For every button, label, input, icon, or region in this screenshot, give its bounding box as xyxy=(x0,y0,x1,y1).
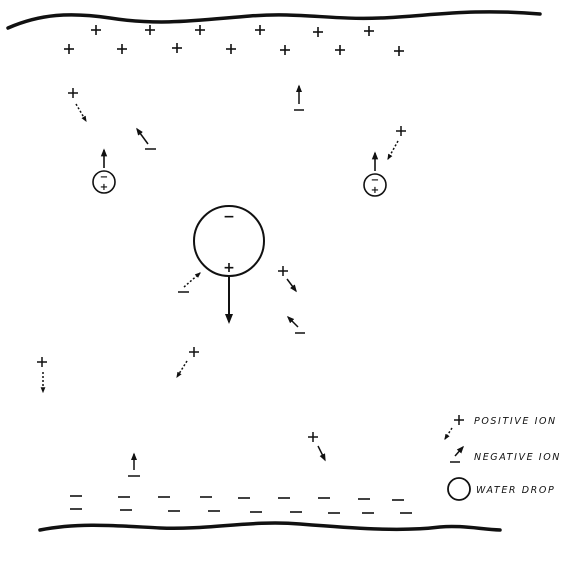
plus-sign xyxy=(255,25,265,35)
positive-ion xyxy=(388,126,406,159)
lower-boundary-line xyxy=(40,523,500,530)
negative-ion xyxy=(178,273,200,292)
legend-positive-ion-label: POSITIVE ION xyxy=(474,416,557,427)
plus-sign xyxy=(91,25,101,35)
plus-sign xyxy=(64,44,74,54)
positive-ion xyxy=(37,357,47,392)
legend-positive-ion-symbol xyxy=(445,415,464,439)
legend-water-drop-symbol xyxy=(448,478,470,500)
negative-ion xyxy=(128,454,140,476)
legend-negative-ion-label: NEGATIVE ION xyxy=(474,452,561,463)
positive-ion xyxy=(68,88,86,121)
negative-ion xyxy=(137,129,156,149)
drop-top-charge: − xyxy=(223,209,235,225)
plus-sign xyxy=(280,45,290,55)
positive-ion xyxy=(278,266,296,291)
upper-boundary-line xyxy=(8,12,540,28)
small-water-drop-right: − + xyxy=(364,153,386,196)
plus-sign xyxy=(226,44,236,54)
plus-sign xyxy=(145,25,155,35)
plus-sign xyxy=(195,25,205,35)
positive-ion xyxy=(308,432,325,460)
plus-sign xyxy=(172,43,182,53)
drop-bottom-charge: + xyxy=(223,260,235,276)
positive-ion xyxy=(177,347,199,377)
plus-sign xyxy=(313,27,323,37)
legend-water-drop-label: WATER DROP xyxy=(476,485,555,496)
negative-ion xyxy=(294,86,304,110)
upper-positive-charges xyxy=(64,25,404,56)
small-water-drop-left: − + xyxy=(93,150,115,193)
drop-bottom-charge: + xyxy=(100,182,108,193)
large-water-drop: − + xyxy=(194,206,264,322)
negative-ion xyxy=(288,317,305,333)
plus-sign xyxy=(117,44,127,54)
legend-negative-ion-symbol xyxy=(450,447,463,462)
plus-sign xyxy=(364,26,374,36)
drop-bottom-charge: + xyxy=(371,185,379,196)
plus-sign xyxy=(394,46,404,56)
lower-negative-charges xyxy=(70,496,412,513)
legend: POSITIVE ION NEGATIVE ION WATER DROP xyxy=(445,415,561,500)
plus-sign xyxy=(335,45,345,55)
